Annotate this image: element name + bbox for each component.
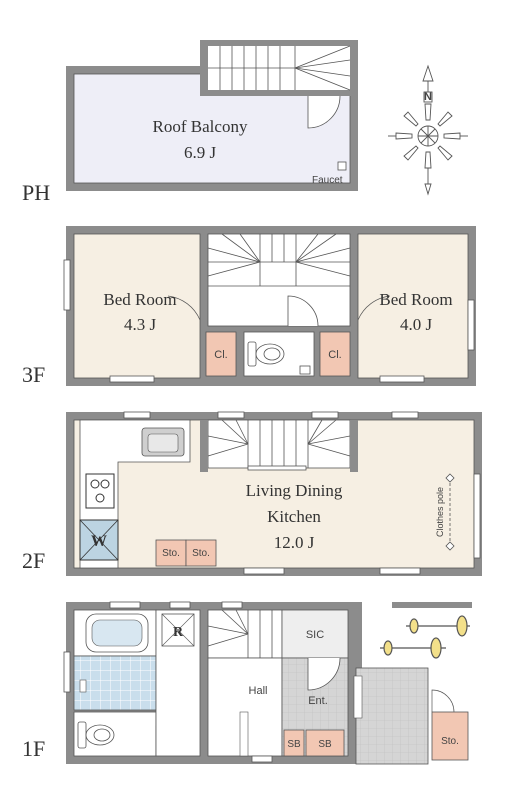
shower-tap <box>79 679 87 693</box>
ldk-name-line2: Kitchen <box>267 507 321 526</box>
refrigerator-cross-2 <box>161 613 195 647</box>
hall-door-panel <box>239 711 249 757</box>
roof-balcony-size: 6.9 J <box>184 143 217 162</box>
closet-right-label: Cl. <box>328 349 341 361</box>
ldk-size: 12.0 J <box>274 533 315 552</box>
shower-area <box>73 655 157 711</box>
2f-stair-wall-right <box>350 420 358 472</box>
1f-stairs <box>207 609 273 658</box>
roof-balcony-name: Roof Balcony <box>153 117 248 136</box>
2f-storage-1-label: Sto. <box>162 548 180 559</box>
bed-room-left-name: Bed Room <box>103 290 176 309</box>
stove-icon <box>85 473 115 509</box>
2f-stairs <box>207 419 351 471</box>
bed-room-right-name: Bed Room <box>379 290 452 309</box>
compass-north-label: N <box>424 91 432 103</box>
compass-icon <box>388 64 468 196</box>
sic-label: SIC <box>306 629 324 641</box>
ph-stairs <box>208 45 351 91</box>
bed-room-left-size: 4.3 J <box>124 315 157 334</box>
washer-label: W <box>91 533 107 550</box>
3f-right-door-swing <box>357 295 391 321</box>
closet-left-label: Cl. <box>214 349 227 361</box>
2f-storage-2 <box>185 539 217 567</box>
1f-stairs-box <box>207 609 283 659</box>
porch-area <box>355 667 429 765</box>
1f-toilet-icon <box>77 721 115 749</box>
bed-room-right <box>357 233 469 379</box>
3f-toilet-door <box>287 295 319 327</box>
washer-cross-2 <box>79 519 119 561</box>
floor-label-3f: 3F <box>22 362 45 387</box>
1f-windows <box>63 601 273 763</box>
bed-room-right-size: 4.0 J <box>400 315 433 334</box>
1f-sic-door <box>307 657 341 691</box>
faucet-icon <box>337 161 347 171</box>
2f-storage-2-label: Sto. <box>192 548 210 559</box>
3f-left-door-swing <box>167 295 201 321</box>
3f-hall <box>207 233 351 327</box>
shoe-box-1 <box>283 729 305 757</box>
2f-stair-wall-left <box>200 420 208 472</box>
bicycle-icon <box>380 615 470 659</box>
floor-label-ph: PH <box>22 180 50 205</box>
second-floor: W Sto. Sto. Clothes pole Living Dining K… <box>22 411 482 576</box>
clothes-pole-label: Clothes pole <box>435 487 445 537</box>
refrigerator-label: R <box>173 625 184 640</box>
2f-windows <box>123 411 481 575</box>
clothes-pole-top <box>445 473 455 483</box>
shoe-in-closet <box>281 609 349 659</box>
outdoor-storage-door <box>431 689 455 713</box>
shoe-box-1-label: SB <box>287 739 301 750</box>
bed-room-left <box>73 233 201 379</box>
bicycle-rack-bar <box>392 602 472 608</box>
entrance-label: Ent. <box>308 695 328 707</box>
shoe-box-2-label: SB <box>318 739 332 750</box>
sink-icon <box>299 365 311 375</box>
toilet-icon <box>247 341 285 367</box>
closet-left <box>205 331 237 377</box>
3f-windows <box>63 259 475 383</box>
hall-label: Hall <box>249 685 268 697</box>
front-door <box>353 675 363 719</box>
shoe-box-2 <box>305 729 345 757</box>
clothes-pole-bottom <box>445 541 455 551</box>
outdoor-storage-label: Sto. <box>441 736 459 747</box>
bathtub-basin <box>91 619 143 647</box>
floor-label-1f: 1F <box>22 736 45 761</box>
floor-label-2f: 2F <box>22 548 45 573</box>
penthouse-level: Faucet Roof Balcony 6.9 J PH <box>22 40 358 205</box>
3f-stairs <box>207 233 351 287</box>
faucet-label: Faucet <box>312 175 343 186</box>
outdoor-storage <box>431 711 469 761</box>
first-floor: R Hall SIC Ent. SB SB Sto. <box>22 601 472 765</box>
ph-door-swing <box>307 95 341 129</box>
ldk-name-line1: Living Dining <box>246 481 343 500</box>
sink-basin <box>147 433 179 453</box>
closet-right <box>319 331 351 377</box>
third-floor: Cl. Cl. Bed Room 4.3 J Bed Room 4.0 J 3F <box>22 226 476 387</box>
